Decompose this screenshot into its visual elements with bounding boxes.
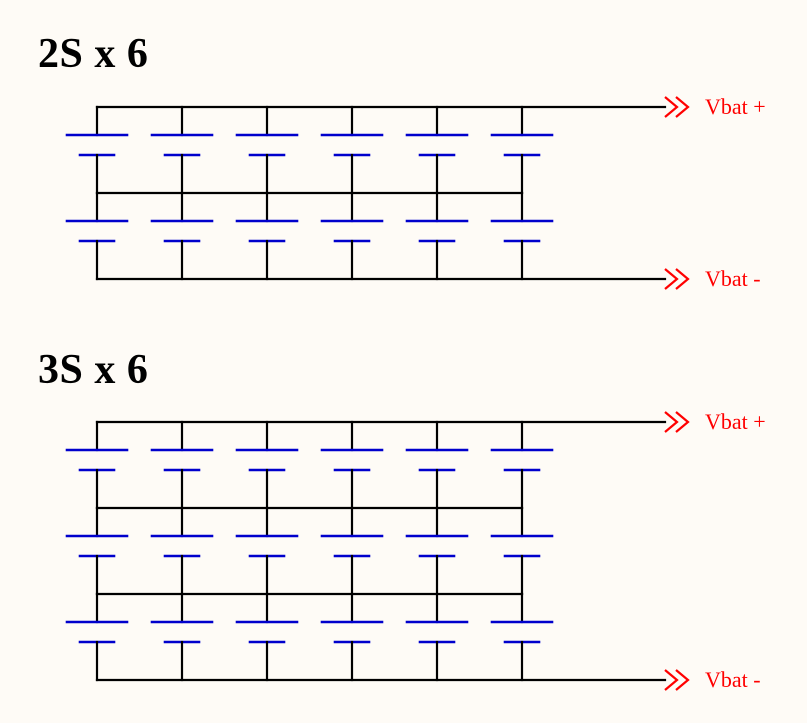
battery-cell-icon bbox=[235, 420, 299, 510]
battery-cell-icon bbox=[320, 105, 384, 195]
battery-cell-icon bbox=[405, 105, 469, 195]
battery-cell-icon bbox=[65, 506, 129, 596]
diagram-title-2s6p: 2S x 6 bbox=[38, 31, 149, 77]
battery-cell-icon bbox=[405, 506, 469, 596]
battery-cell-icon bbox=[235, 105, 299, 195]
schematic-2s6p: Vbat + Vbat - bbox=[65, 94, 766, 291]
terminal-chevron bbox=[664, 411, 679, 433]
battery-cell-icon bbox=[235, 592, 299, 682]
terminal-chevron bbox=[664, 669, 679, 691]
battery-cell-icon bbox=[65, 420, 129, 510]
battery-cell-icon bbox=[320, 191, 384, 281]
battery-cell-icon bbox=[65, 105, 129, 195]
terminal-chevron bbox=[664, 268, 679, 290]
battery-cell-icon bbox=[65, 592, 129, 682]
battery-cell-icon bbox=[320, 420, 384, 510]
terminal-chevron bbox=[675, 268, 690, 290]
battery-cell-icon bbox=[320, 506, 384, 596]
battery-cell-icon bbox=[490, 191, 554, 281]
battery-cell-icon bbox=[235, 506, 299, 596]
terminal-vbat-positive: Vbat + bbox=[664, 409, 766, 434]
double-chevron-right-icon bbox=[664, 669, 690, 691]
battery-cell-icon bbox=[490, 592, 554, 682]
battery-cell-icon bbox=[320, 592, 384, 682]
terminal-vbat-negative: Vbat - bbox=[664, 667, 761, 692]
battery-cell-icon bbox=[490, 420, 554, 510]
battery-cell-icon bbox=[405, 592, 469, 682]
terminal-label: Vbat - bbox=[705, 266, 761, 291]
terminal-label: Vbat - bbox=[705, 667, 761, 692]
double-chevron-right-icon bbox=[664, 268, 690, 290]
terminal-label: Vbat + bbox=[705, 409, 766, 434]
battery-cell-icon bbox=[65, 191, 129, 281]
terminal-chevron bbox=[675, 411, 690, 433]
battery-cell-icon bbox=[235, 191, 299, 281]
battery-cell-icon bbox=[150, 506, 214, 596]
schematic-3s6p: Vbat + Vbat - bbox=[65, 409, 766, 692]
diagram-title-3s6p: 3S x 6 bbox=[38, 347, 149, 393]
terminal-vbat-negative: Vbat - bbox=[664, 266, 761, 291]
battery-cell-icon bbox=[150, 592, 214, 682]
double-chevron-right-icon bbox=[664, 96, 690, 118]
battery-cell-icon bbox=[150, 105, 214, 195]
battery-cell-icon bbox=[150, 191, 214, 281]
double-chevron-right-icon bbox=[664, 411, 690, 433]
battery-cell-icon bbox=[150, 420, 214, 510]
battery-cell-icon bbox=[490, 105, 554, 195]
terminal-label: Vbat + bbox=[705, 94, 766, 119]
battery-cell-icon bbox=[405, 420, 469, 510]
battery-cell-icon bbox=[405, 191, 469, 281]
terminal-vbat-positive: Vbat + bbox=[664, 94, 766, 119]
battery-cell-icon bbox=[490, 506, 554, 596]
terminal-chevron bbox=[664, 96, 679, 118]
terminal-chevron bbox=[675, 96, 690, 118]
terminal-chevron bbox=[675, 669, 690, 691]
